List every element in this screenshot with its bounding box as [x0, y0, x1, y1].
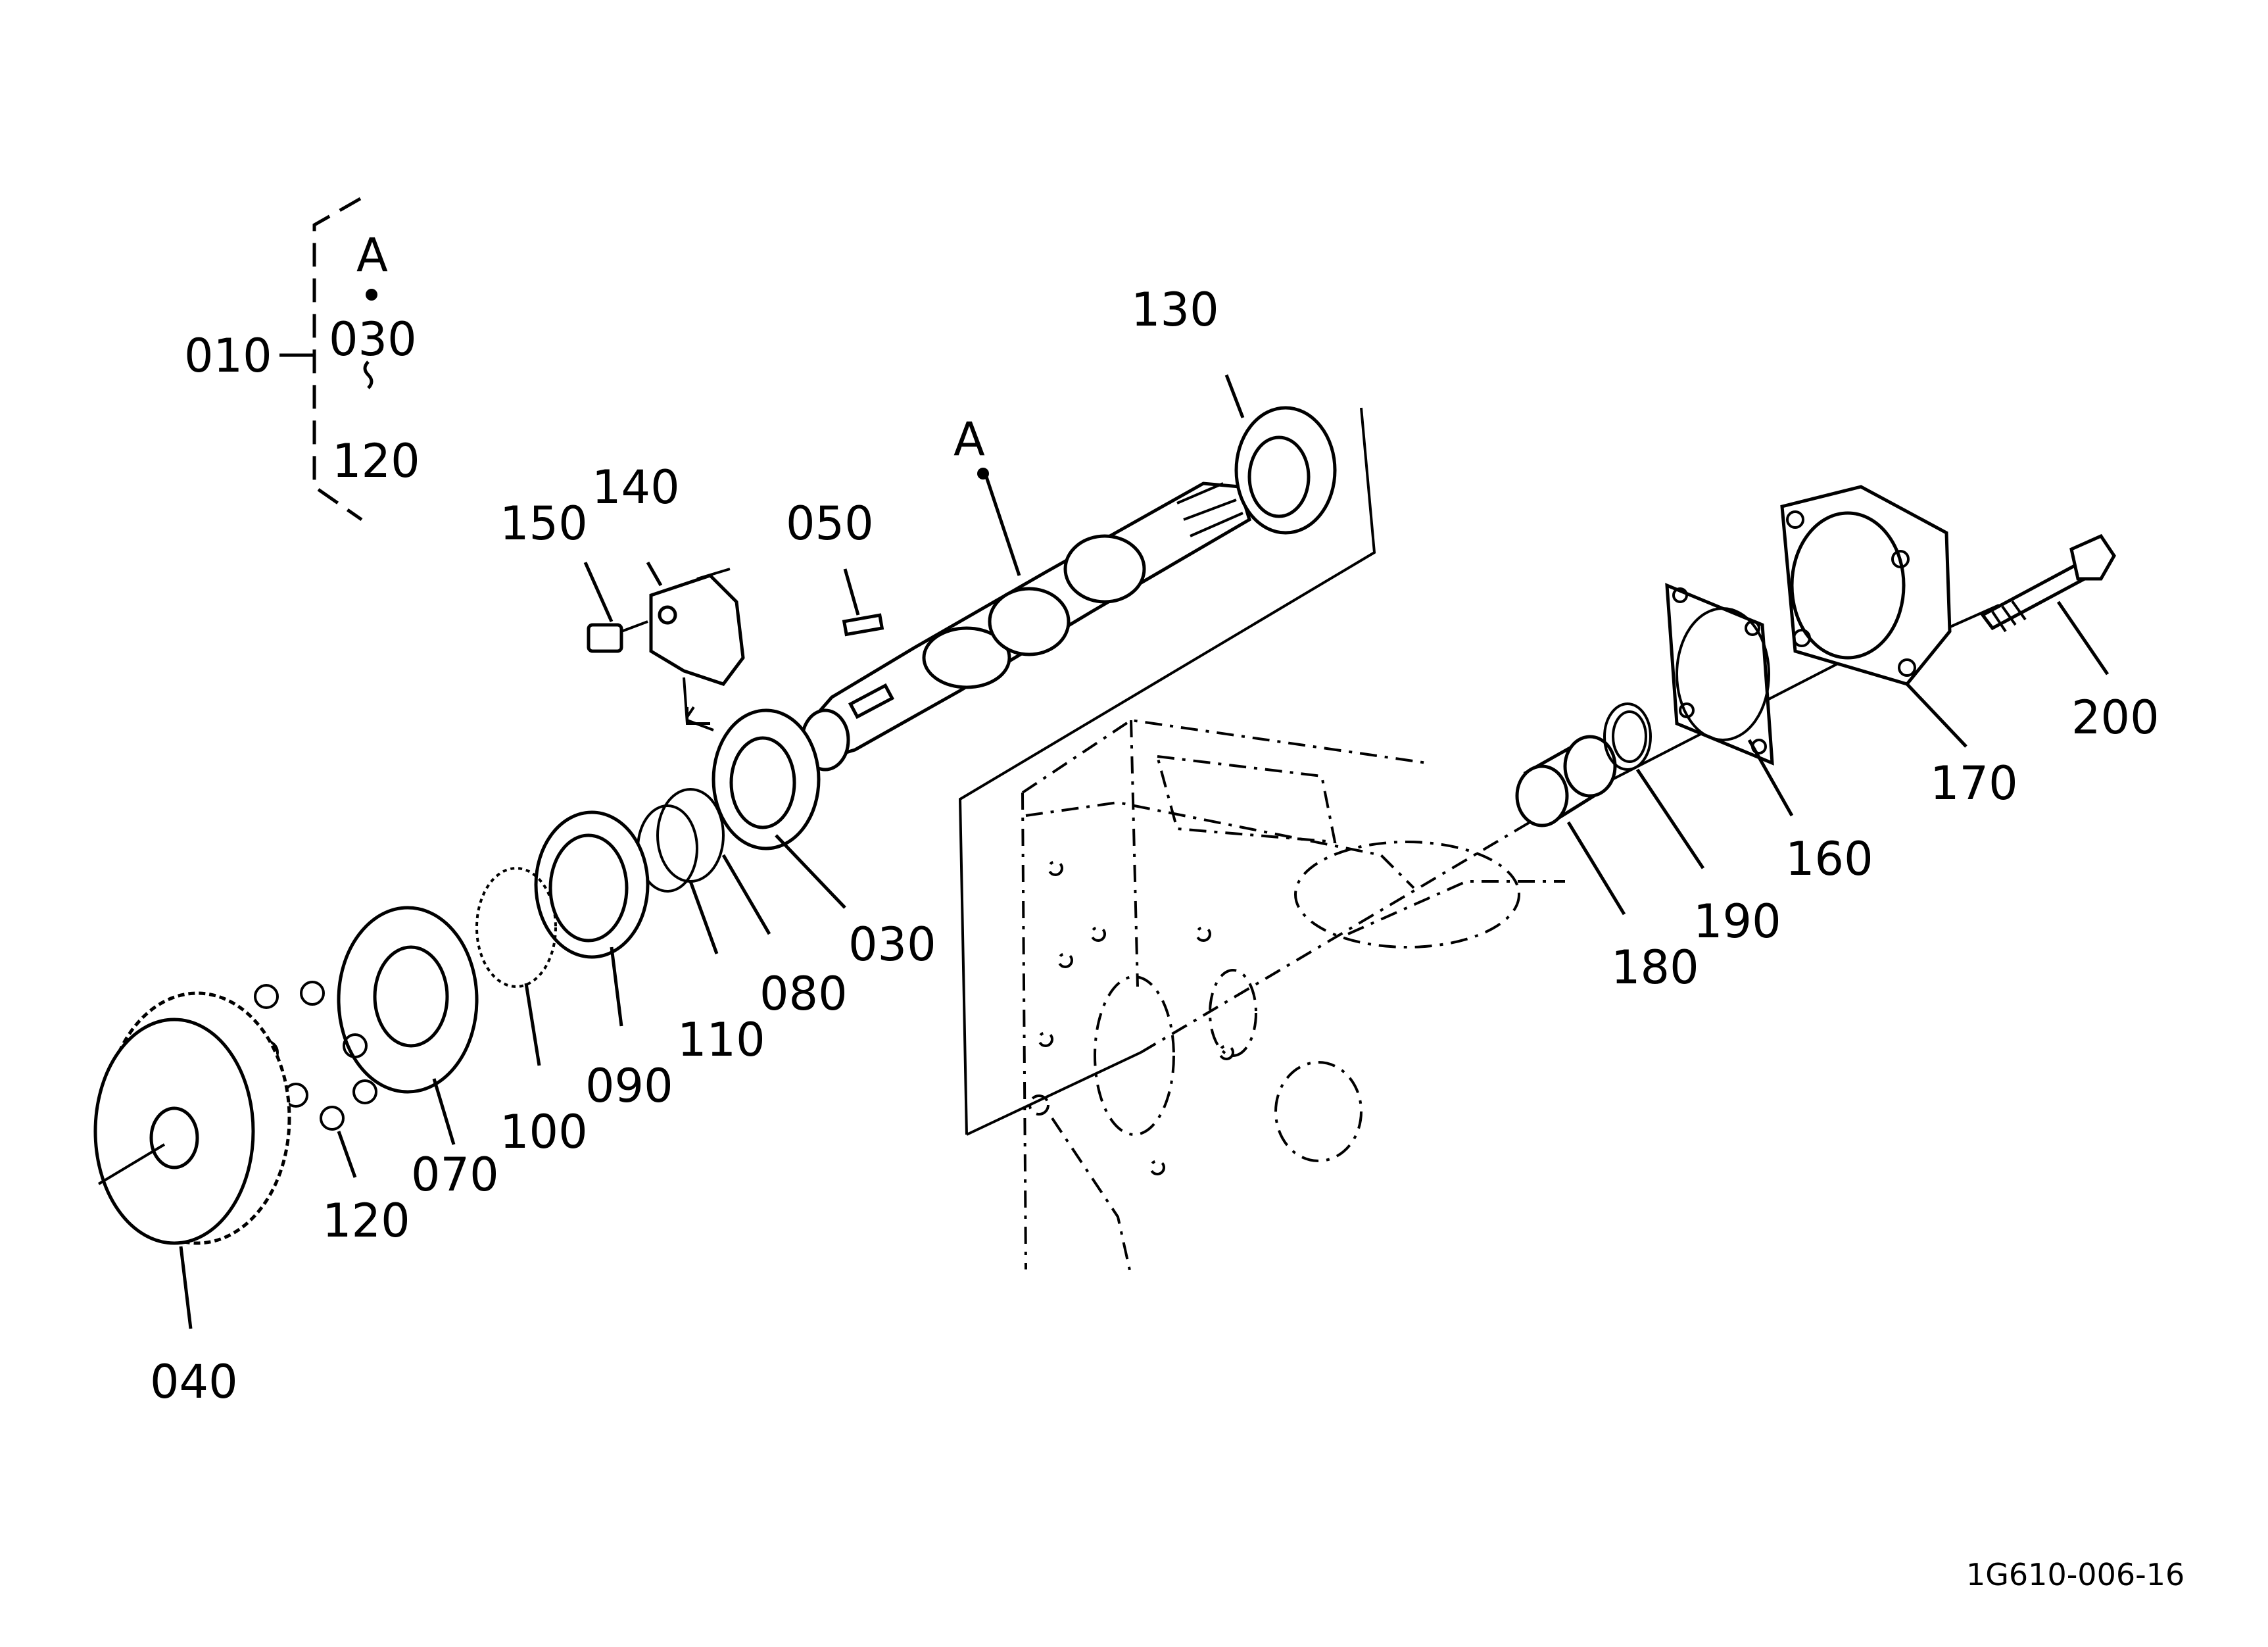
label-090: 090	[585, 1059, 673, 1113]
part-140-plate	[646, 561, 745, 725]
label-110: 110	[677, 1013, 765, 1067]
part-150-bolt	[583, 561, 648, 653]
part-090-seal	[534, 810, 650, 1027]
label-150: 150	[500, 497, 588, 551]
label-130: 130	[1131, 283, 1219, 337]
label-030: 030	[848, 918, 936, 971]
part-100-ball-ring	[475, 867, 557, 1066]
part-180-bushing	[1515, 735, 1626, 916]
label-100: 100	[500, 1105, 588, 1159]
label-070: 070	[411, 1148, 499, 1202]
part-070-hub	[337, 906, 479, 1145]
label-190: 190	[1693, 895, 1781, 948]
label-170: 170	[1930, 756, 2018, 810]
part-040-gear	[93, 991, 291, 1329]
label-group-a: A	[356, 228, 388, 282]
label-200: 200	[2071, 691, 2159, 745]
label-160: 160	[1785, 832, 1873, 886]
part-190-ring	[1603, 702, 1705, 870]
label-group-to: 120	[332, 434, 420, 488]
label-marker-a: A	[953, 412, 985, 466]
part-050-key	[842, 568, 884, 637]
label-080: 080	[760, 967, 848, 1021]
part-130-bearing	[1224, 374, 1337, 535]
label-010: 010	[184, 329, 272, 383]
drawing-number: 1G610-006-16	[1966, 1557, 2184, 1592]
label-group-from: 030	[329, 312, 417, 366]
part-160-gasket	[1665, 583, 1794, 817]
part-170-housing	[1780, 485, 1967, 748]
label-050: 050	[786, 497, 874, 551]
label-120: 120	[322, 1194, 410, 1248]
label-140: 140	[592, 460, 680, 514]
part-200-bolt	[1980, 533, 2116, 676]
group-bracket	[279, 197, 377, 522]
engine-housing	[1021, 718, 1565, 1277]
label-180: 180	[1611, 941, 1699, 995]
part-110-snap-ring	[637, 804, 719, 954]
part-030-bearing	[712, 708, 846, 909]
label-040: 040	[150, 1355, 238, 1409]
